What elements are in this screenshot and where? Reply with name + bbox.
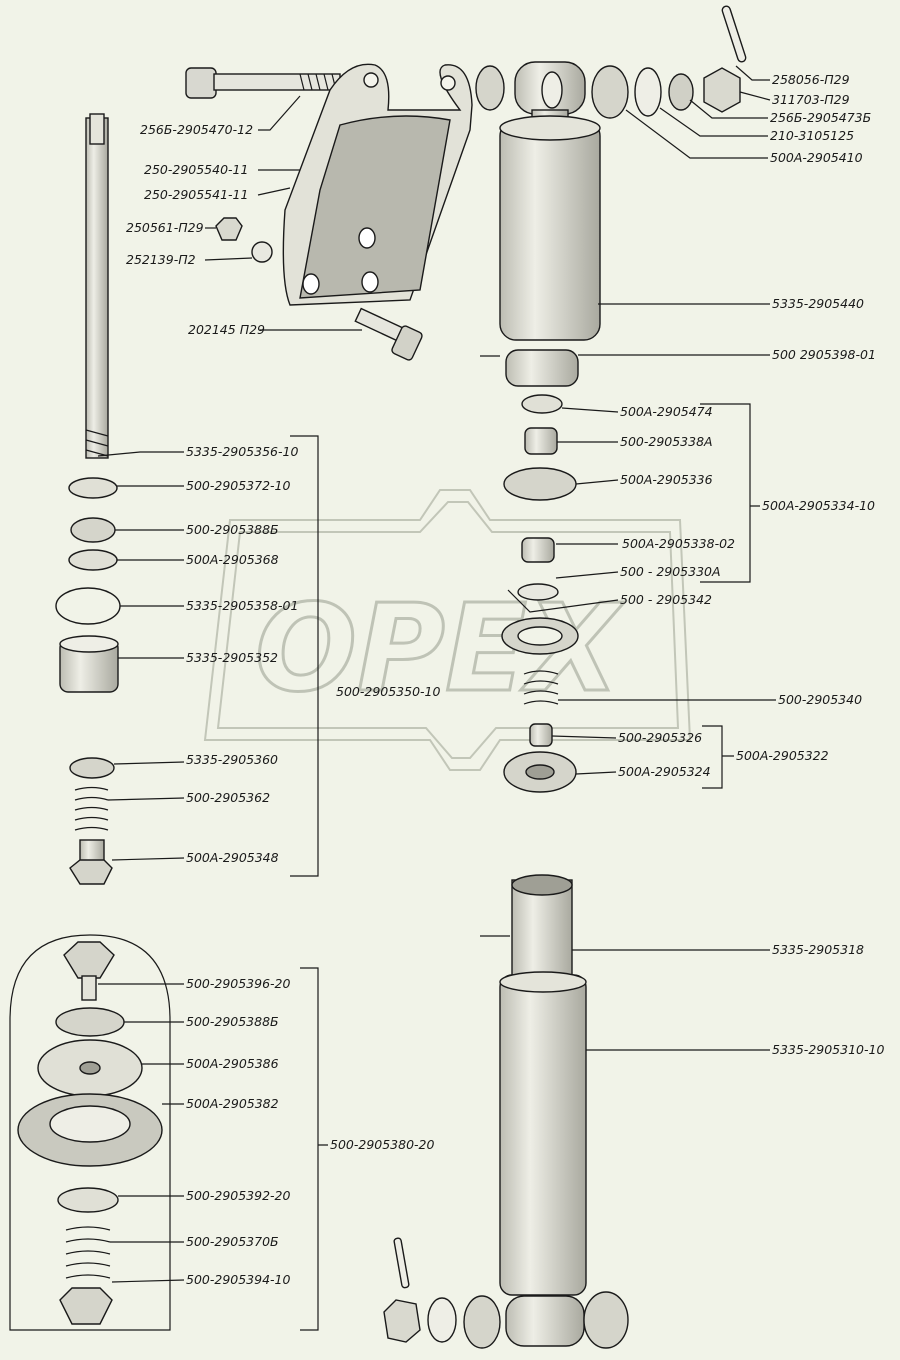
spring-washer-part <box>251 241 273 263</box>
label-5335-2905356: 5335-2905356-10 <box>186 444 298 459</box>
label-500-2905342: 500 - 2905342 <box>620 592 712 607</box>
label-5335-2905440: 5335-2905440 <box>772 296 864 311</box>
bracket-part <box>282 63 473 306</box>
label-500-2905326: 500-2905326 <box>618 730 702 745</box>
piston-rod-part <box>85 113 109 459</box>
label-5335-2905318: 5335-2905318 <box>772 942 864 957</box>
label-500-2905396: 500-2905396-20 <box>186 976 291 991</box>
label-500-2905350: 500-2905350-10 <box>336 684 441 699</box>
label-500a-2905334: 500А-2905334-10 <box>762 498 875 513</box>
label-500-2905340: 500-2905340 <box>778 692 862 707</box>
label-5335-2905310: 5335-2905310-10 <box>772 1042 884 1057</box>
bracket-assembly <box>185 5 747 361</box>
part-labels: 258056-П29 311703-П29 256Б-2905473Б 210-… <box>126 72 884 1287</box>
compression-valve-group <box>9 934 171 1331</box>
label-500-2905370b: 500-2905370Б <box>186 1234 279 1249</box>
left-valve-stack <box>55 477 121 885</box>
label-5335-2905358: 5335-2905358-01 <box>186 598 298 613</box>
label-500a-2905474: 500А-2905474 <box>620 404 713 419</box>
label-500a-2905322: 500А-2905322 <box>736 748 829 763</box>
dust-cover-part <box>499 109 601 341</box>
label-500a-2905324: 500А-2905324 <box>618 764 711 779</box>
label-500-2905338a: 500-2905338А <box>620 434 713 449</box>
center-valve-stack <box>501 349 579 793</box>
label-5335-2905352: 5335-2905352 <box>186 650 278 665</box>
label-500a-2905386: 500А-2905386 <box>186 1056 279 1071</box>
label-500a-2905368: 500А-2905368 <box>186 552 279 567</box>
nut-part <box>215 217 243 241</box>
label-252139: 252139-П2 <box>126 252 196 267</box>
label-500-2905392: 500-2905392-20 <box>186 1188 291 1203</box>
label-250-2905541: 250-2905541-11 <box>144 187 248 202</box>
label-311703: 311703-П29 <box>772 92 850 107</box>
label-258056: 258056-П29 <box>772 72 850 87</box>
upper-eye-part <box>475 5 747 119</box>
label-250-2905540: 250-2905540-11 <box>144 162 248 177</box>
label-256b-2905470: 256Б-2905470-12 <box>140 122 253 137</box>
label-256b-2905473: 256Б-2905473Б <box>770 110 871 125</box>
label-500-2905380: 500-2905380-20 <box>330 1137 435 1152</box>
lower-eye-part <box>383 1237 629 1349</box>
label-500a-2905338-02: 500А-2905338-02 <box>622 536 735 551</box>
label-500-2905362: 500-2905362 <box>186 790 270 805</box>
label-500-2905388b-b: 500-2905388Б <box>186 1014 279 1029</box>
reservoir-cylinder-part <box>499 874 587 1296</box>
label-500a-2905382: 500А-2905382 <box>186 1096 279 1111</box>
short-bolt-part <box>354 307 423 361</box>
label-250561: 250561-П29 <box>126 220 204 235</box>
label-5335-2905360: 5335-2905360 <box>186 752 278 767</box>
label-202145: 202145 П29 <box>188 322 265 337</box>
label-500-2905388b-a: 500-2905388Б <box>186 522 279 537</box>
label-500a-2905348: 500А-2905348 <box>186 850 279 865</box>
label-500a-2905410: 500А-2905410 <box>770 150 863 165</box>
label-500-2905398: 500 2905398-01 <box>772 347 876 362</box>
label-500-2905330a: 500 - 2905330А <box>620 564 721 579</box>
leader-lines <box>97 65 776 1331</box>
label-500-2905372: 500-2905372-10 <box>186 478 291 493</box>
label-500-2905394: 500-2905394-10 <box>186 1272 291 1287</box>
label-210-3105125: 210-3105125 <box>770 128 854 143</box>
long-bolt-part <box>185 67 341 99</box>
label-500a-2905336: 500А-2905336 <box>620 472 713 487</box>
